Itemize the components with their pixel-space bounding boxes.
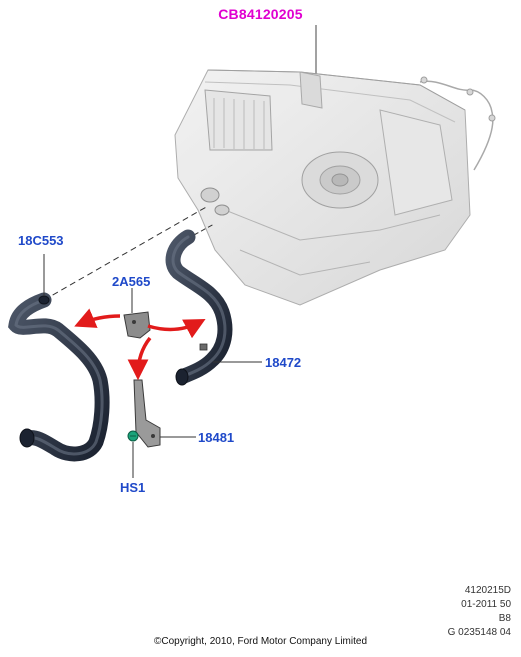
copyright-notice: ©Copyright, 2010, Ford Motor Company Lim… <box>153 636 368 647</box>
hose-illustration-left <box>8 292 110 462</box>
screw-illustration <box>127 430 139 442</box>
meta-line-2: 01-2011 50 <box>461 599 511 610</box>
meta-line-4: G 0235148 04 <box>447 627 511 638</box>
callout-18472: 18472 <box>265 355 302 370</box>
red-curved-arrow-right <box>147 319 206 339</box>
alignment-leader-right <box>193 223 215 236</box>
alignment-leader-left <box>43 205 209 301</box>
callout-18C553: 18C553 <box>18 233 64 248</box>
red-curved-arrow-down <box>127 336 152 381</box>
callout-HS1: HS1 <box>120 480 146 495</box>
diagram-id: CB84120205 <box>218 6 303 22</box>
red-curved-arrow-left <box>74 308 121 328</box>
hvac-module-illustration <box>174 69 496 306</box>
meta-line-3: B8 <box>498 613 511 624</box>
hose-illustration-right <box>165 229 233 386</box>
callout-2A565: 2A565 <box>112 274 151 289</box>
callout-18481: 18481 <box>198 430 235 445</box>
bracket-illustration <box>123 311 151 339</box>
meta-line-1: 4120215D <box>464 585 511 596</box>
